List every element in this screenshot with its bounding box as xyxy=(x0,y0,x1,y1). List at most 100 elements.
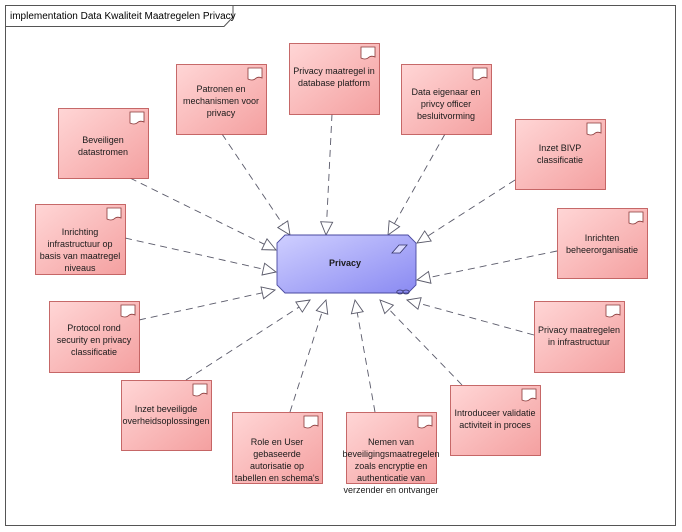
document-icon xyxy=(521,388,537,402)
center-element-privacy[interactable]: Privacy xyxy=(276,234,417,295)
realization-connector[interactable] xyxy=(416,179,516,244)
requirement-label-line: besluitvorming xyxy=(417,111,475,121)
requirement-label-line: Inrichten xyxy=(585,233,620,243)
requirement-label-line: gebaseerde xyxy=(253,449,301,459)
arrowhead xyxy=(405,297,422,311)
requirement-label-line: database platform xyxy=(298,78,370,88)
connectors xyxy=(124,113,558,413)
requirement-label-line: datastromen xyxy=(78,147,128,157)
arrowhead xyxy=(261,262,278,276)
req-beveiligen-datastromen[interactable]: Beveiligen datastromen xyxy=(58,108,149,179)
requirement-label: Inrichten beheerorganisatie xyxy=(566,233,638,255)
realization-connector[interactable] xyxy=(124,237,277,273)
arrowhead xyxy=(387,219,401,236)
req-patronen[interactable]: Patronen en mechanismen voor privacy xyxy=(176,64,267,135)
requirement-label-line: Inzet BIVP xyxy=(539,143,582,153)
requirement-label: Introduceer validatie activiteit in proce… xyxy=(454,408,535,430)
requirement-label: Inzet BIVP classificatie xyxy=(537,143,583,165)
requirement-label: Privacy maatregelen in infrastructuur xyxy=(538,325,620,347)
requirement-label-line: privacy xyxy=(207,108,236,118)
requirements: Beveiligen datastromen Patronen en mechanis… xyxy=(35,43,648,496)
requirement-label-line: activiteit in proces xyxy=(459,420,531,430)
requirement-label-line: Beveiligen xyxy=(82,135,124,145)
arrowhead xyxy=(416,230,432,244)
requirement-label-line: classificatie xyxy=(537,155,583,165)
document-icon xyxy=(106,207,122,221)
document-icon xyxy=(360,46,376,60)
req-inrichten-beheer[interactable]: Inrichten beheerorganisatie xyxy=(557,208,648,279)
realization-connector[interactable] xyxy=(379,299,463,386)
requirement-label-line: verzender en ontvanger xyxy=(343,485,438,495)
req-nemen-van[interactable]: Nemen van beveiligingsmaatregelen zoals en… xyxy=(342,412,440,496)
requirement-label-line: Inzet beveiligde xyxy=(135,404,198,414)
requirement-label-line: beveiligingsmaatregelen xyxy=(342,449,439,459)
document-icon xyxy=(247,67,263,81)
document-icon xyxy=(417,415,433,429)
requirement-label-line: niveaus xyxy=(64,263,96,273)
document-icon xyxy=(192,383,208,397)
arrowhead xyxy=(260,286,277,300)
frame-title: implementation Data Kwaliteit Maatregele… xyxy=(10,11,236,22)
document-icon xyxy=(472,67,488,81)
realization-connector[interactable] xyxy=(325,113,333,236)
requirement-label-line: classificatie xyxy=(71,347,117,357)
requirement-label: Patronen en mechanismen voor privacy xyxy=(183,84,259,118)
req-protocol[interactable]: Protocol rond security en privacy classifi… xyxy=(49,301,140,373)
requirement-label-line: Privacy maatregelen xyxy=(538,325,620,335)
req-privacy-database[interactable]: Privacy maatregel in database platform xyxy=(289,43,380,115)
document-icon xyxy=(605,304,621,318)
requirement-label: Protocol rond security en privacy classifi… xyxy=(57,323,132,357)
realization-connector[interactable] xyxy=(185,299,311,381)
arrowhead xyxy=(276,220,291,236)
realization-connector[interactable] xyxy=(387,133,446,236)
requirement-label-line: Data eigenaar en xyxy=(411,87,480,97)
requirement-label: Nemen van beveiligingsmaatregelen zoals en… xyxy=(342,437,439,495)
requirement-label-line: Patronen en xyxy=(196,84,245,94)
requirement-label-line: Inrichting xyxy=(62,227,99,237)
requirement-label-line: Privacy maatregel in xyxy=(293,66,375,76)
requirement-label-line: authenticatie van xyxy=(357,473,425,483)
realization-connector[interactable] xyxy=(354,299,376,413)
requirement-label-line: in infrastructuur xyxy=(548,337,610,347)
requirement-label-line: basis van maatregel xyxy=(40,251,121,261)
center-label: Privacy xyxy=(329,258,361,268)
parallelogram-icon xyxy=(391,244,408,254)
document-icon xyxy=(303,415,319,429)
requirement-label-line: mechanismen voor xyxy=(183,96,259,106)
requirement-label-line: Role en User xyxy=(251,437,304,447)
arrowhead xyxy=(315,298,329,315)
realization-connector[interactable] xyxy=(221,133,291,236)
arrowhead xyxy=(415,270,432,284)
document-icon xyxy=(120,304,136,318)
realization-connector[interactable] xyxy=(406,299,535,336)
arrowhead xyxy=(350,298,364,315)
realization-connector[interactable] xyxy=(129,177,277,251)
requirement-label-line: beheerorganisatie xyxy=(566,245,638,255)
realization-connector[interactable] xyxy=(289,299,327,413)
requirement-label-line: Protocol rond xyxy=(67,323,121,333)
req-inzet-bivp[interactable]: Inzet BIVP classificatie xyxy=(515,119,606,190)
requirement-label-line: Nemen van xyxy=(368,437,414,447)
chain-link-icon xyxy=(396,289,410,295)
requirement-label-line: autorisatie op xyxy=(250,461,304,471)
requirement-label: Privacy maatregel in database platform xyxy=(293,66,375,88)
req-introduceer[interactable]: Introduceer validatie activiteit in proce… xyxy=(450,385,541,456)
req-privacy-infra[interactable]: Privacy maatregelen in infrastructuur xyxy=(534,301,625,373)
arrowhead xyxy=(260,238,277,251)
requirement-label-line: zoals encryptie en xyxy=(355,461,428,471)
document-icon xyxy=(129,111,145,125)
arrowhead xyxy=(379,299,395,315)
document-icon xyxy=(586,122,602,136)
requirement-label-line: security en privacy xyxy=(57,335,132,345)
requirement-label-line: Introduceer validatie xyxy=(454,408,535,418)
document-icon xyxy=(628,211,644,225)
